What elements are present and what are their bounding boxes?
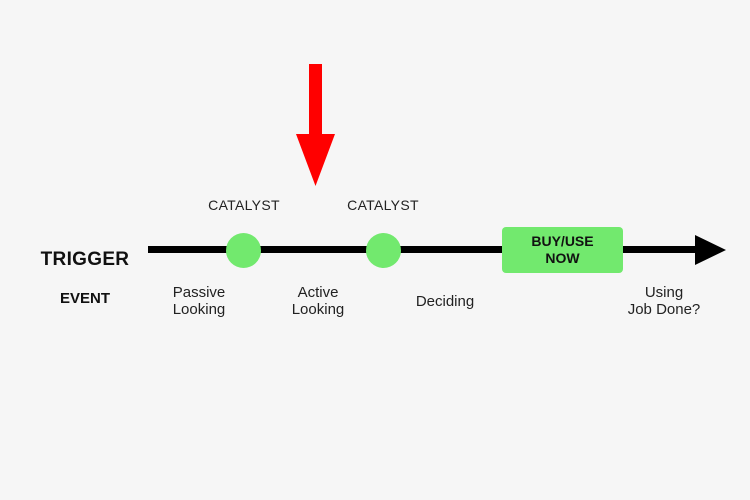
stage-label-active-looking: Active Looking — [291, 284, 345, 318]
catalyst-marker-2 — [366, 233, 401, 268]
catalyst-marker-1 — [226, 233, 261, 268]
catalyst-label-2: CATALYST — [347, 197, 419, 213]
trigger-label-line1: TRIGGER — [40, 249, 130, 270]
down-arrow-icon — [296, 64, 335, 186]
catalyst-label-1: CATALYST — [208, 197, 280, 213]
arrow-head-icon — [695, 235, 726, 265]
timeline-line — [148, 246, 701, 253]
stage-label-deciding: Deciding — [415, 293, 475, 310]
stage-label-using-job-done: Using Job Done? — [627, 284, 701, 318]
buy-use-now-box: BUY/USE NOW — [502, 227, 623, 273]
trigger-label-line2: EVENT — [59, 290, 110, 307]
trigger-event-label: TRIGGER EVENT — [30, 231, 140, 326]
stage-label-passive-looking: Passive Looking — [172, 284, 226, 318]
